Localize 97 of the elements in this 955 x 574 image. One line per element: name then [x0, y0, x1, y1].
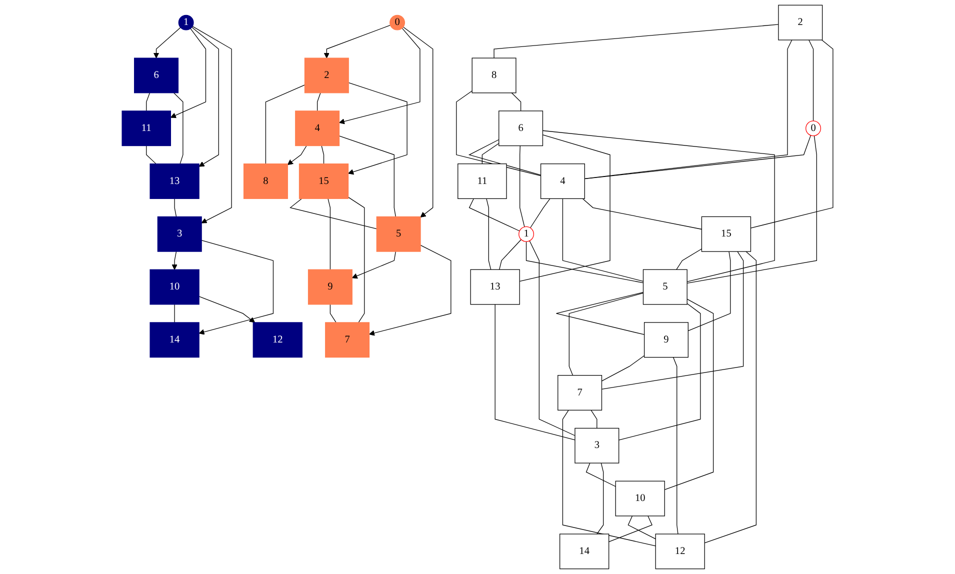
connector [499, 239, 522, 270]
connector [317, 92, 321, 112]
connector [456, 90, 542, 176]
connector [511, 92, 522, 112]
node-circle: 0 [806, 120, 822, 136]
node-box: 5 [642, 269, 688, 305]
connector [688, 251, 731, 332]
connector [519, 134, 610, 282]
connector [676, 248, 702, 270]
node-box: 10 [615, 480, 665, 516]
node-box: 13 [470, 269, 520, 305]
node-box: 14 [150, 322, 200, 358]
connector [494, 24, 779, 58]
connector [265, 84, 306, 164]
node-box: 6 [498, 110, 544, 146]
connector [494, 304, 576, 440]
connector [348, 196, 365, 323]
node-box: 12 [655, 534, 705, 570]
node-box: 2 [778, 4, 823, 40]
connector [601, 251, 744, 390]
arrow [198, 240, 274, 335]
arrow [338, 28, 420, 124]
connector [584, 135, 812, 180]
node-box: 3 [157, 216, 202, 252]
node-box: 4 [295, 110, 340, 146]
node-box: 7 [325, 322, 370, 358]
connector [601, 355, 645, 382]
connector [664, 298, 714, 490]
arrow [198, 296, 256, 323]
connector [482, 143, 500, 164]
node-box: 8 [243, 164, 288, 199]
arrow [287, 145, 307, 166]
connector [586, 462, 616, 487]
arrow [153, 27, 181, 58]
connector [584, 40, 792, 179]
connector [146, 92, 150, 112]
connector [290, 198, 377, 230]
node-box: 9 [644, 322, 688, 358]
connector [618, 303, 701, 440]
node-box: 13 [150, 164, 200, 199]
connector [321, 145, 324, 164]
connector [686, 135, 817, 284]
connector [582, 198, 702, 230]
connector [530, 198, 550, 228]
connector [590, 410, 598, 429]
node-box: 5 [376, 216, 421, 252]
connector [608, 516, 652, 542]
arrow [170, 28, 206, 118]
node-circle: 1 [518, 226, 534, 242]
connector [596, 462, 604, 534]
arrow [368, 244, 452, 336]
connector [174, 304, 175, 323]
connector [486, 198, 492, 270]
connector [328, 198, 331, 270]
arrow [192, 26, 232, 224]
connector [529, 240, 576, 436]
arrow [324, 24, 391, 58]
connector [556, 292, 645, 335]
node-circle: 0 [390, 14, 406, 30]
connector [808, 40, 814, 122]
node-box: 10 [150, 269, 200, 305]
arrow [348, 82, 408, 175]
connector [174, 198, 177, 218]
connector [704, 251, 757, 544]
node-box: 9 [308, 269, 352, 305]
node-box: 8 [472, 58, 516, 94]
node-box: 12 [252, 322, 302, 358]
connector [568, 292, 644, 376]
connector [562, 198, 644, 282]
node-box: 4 [540, 164, 585, 199]
node-box: 11 [458, 164, 507, 199]
connector [146, 145, 156, 164]
arrow [352, 251, 396, 279]
node-box: 6 [134, 58, 179, 94]
node-box: 15 [701, 216, 752, 252]
connector [338, 136, 396, 218]
connector [628, 516, 656, 540]
connector [672, 356, 678, 534]
node-circle: 1 [178, 14, 194, 30]
connector [542, 130, 775, 282]
arrow [192, 26, 219, 167]
node-box: 11 [122, 110, 171, 146]
connector [750, 40, 834, 228]
node-box: 2 [304, 58, 349, 94]
arrow [172, 251, 178, 270]
connector [520, 145, 525, 228]
node-box: 7 [558, 375, 602, 410]
arrow [402, 26, 434, 218]
connector [330, 304, 336, 323]
connector [174, 92, 184, 164]
node-box: 15 [298, 164, 349, 199]
connector [468, 139, 542, 176]
node-box: 3 [574, 428, 620, 464]
connector [526, 241, 644, 284]
node-box: 14 [560, 534, 610, 570]
connector [468, 198, 520, 232]
connector [562, 410, 656, 546]
